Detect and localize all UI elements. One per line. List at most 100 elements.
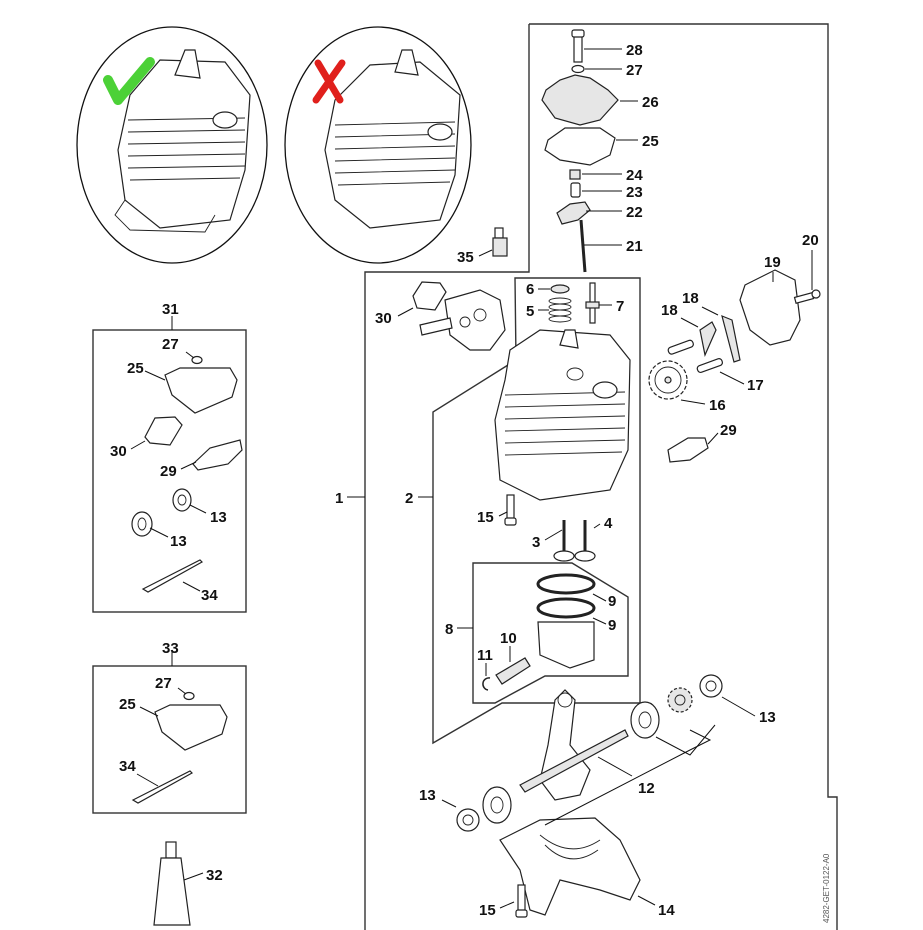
incorrect-cylinder-view: [284, 26, 472, 264]
callout-14[interactable]: 14: [658, 902, 675, 919]
callout-24[interactable]: 24: [626, 167, 643, 184]
callout-19[interactable]: 19: [764, 254, 781, 271]
callout-22[interactable]: 22: [626, 204, 643, 221]
kit33-callout-34[interactable]: 34: [119, 758, 136, 775]
callout-1[interactable]: 1: [335, 490, 343, 507]
push-rod-21: [579, 219, 587, 273]
callout-18-left[interactable]: 18: [661, 302, 678, 319]
kit31-callout-27[interactable]: 27: [162, 336, 179, 353]
callout-20[interactable]: 20: [802, 232, 819, 249]
kit-31-frame: [92, 329, 247, 613]
kit31-callout-13b[interactable]: 13: [170, 533, 187, 550]
kit31-gasket-30: [144, 416, 183, 446]
callout-8[interactable]: 8: [445, 621, 453, 638]
callout-26[interactable]: 26: [642, 94, 659, 111]
callout-21[interactable]: 21: [626, 238, 643, 255]
cylinder-illustration-incorrect: [324, 49, 461, 229]
gasket-30: [412, 281, 447, 311]
valve-spring-5: [548, 297, 572, 323]
assembly-1-frame: [364, 23, 838, 930]
callout-9-bottom[interactable]: 9: [608, 617, 616, 634]
kit31-oil-seal-13b: [131, 511, 153, 537]
valve-cover-plate-19: [739, 269, 801, 346]
ball-bearing-left: [482, 786, 512, 824]
callout-5[interactable]: 5: [526, 303, 534, 320]
callout-13-left[interactable]: 13: [419, 787, 436, 804]
callout-29[interactable]: 29: [720, 422, 737, 439]
kit33-tool-34: [131, 770, 193, 804]
crankshaft-12: [519, 689, 629, 801]
callout-11[interactable]: 11: [477, 647, 493, 664]
leader-lines: [130, 48, 813, 909]
callout-10[interactable]: 10: [500, 630, 517, 647]
washer-27: [571, 64, 585, 74]
kit31-washer-27: [191, 355, 203, 365]
circlip-11: [482, 677, 491, 691]
cylinder-illustration-correct: [114, 49, 251, 233]
callout-30[interactable]: 30: [375, 310, 392, 327]
valve-cover-26: [541, 74, 619, 126]
callout-27[interactable]: 27: [626, 62, 643, 79]
gasket-29: [667, 437, 709, 463]
kit33-washer-27: [183, 691, 195, 701]
stud-7: [585, 282, 600, 324]
assembly-8-frame: [472, 562, 629, 704]
kit31-oil-seal-13a: [172, 488, 192, 512]
callout-7[interactable]: 7: [616, 298, 624, 315]
callout-32[interactable]: 32: [206, 867, 223, 884]
callout-9-top[interactable]: 9: [608, 593, 616, 610]
shaft-17-left: [667, 339, 694, 355]
callout-17[interactable]: 17: [747, 377, 764, 394]
kit31-gasket-25: [164, 367, 238, 414]
screw-20: [793, 289, 821, 304]
assembly-2-frame: [432, 277, 641, 745]
spark-plug-35: [492, 227, 508, 257]
kit31-callout-29[interactable]: 29: [160, 463, 177, 480]
kit31-callout-25[interactable]: 25: [127, 360, 144, 377]
callout-4[interactable]: 4: [604, 515, 613, 532]
callout-3[interactable]: 3: [532, 534, 540, 551]
callout-35[interactable]: 35: [457, 249, 474, 266]
kit31-tool-34: [141, 559, 203, 593]
callout-16[interactable]: 16: [709, 397, 726, 414]
kit31-callout-30[interactable]: 30: [110, 443, 127, 460]
ball-bearing-right: [630, 701, 660, 739]
screw-28: [571, 29, 585, 63]
callout-15-crankcase[interactable]: 15: [479, 902, 496, 919]
oil-seal-13-left: [456, 808, 480, 832]
callout-2[interactable]: 2: [405, 490, 413, 507]
callout-18-right[interactable]: 18: [682, 290, 699, 307]
crankcase-14: [499, 817, 641, 916]
kit33-callout-25[interactable]: 25: [119, 696, 136, 713]
sleeve-23: [570, 182, 581, 198]
callout-23[interactable]: 23: [626, 184, 643, 201]
oil-seal-13-right: [699, 674, 723, 698]
callout-33[interactable]: 33: [162, 640, 179, 657]
pinion-gear: [667, 687, 693, 713]
kit31-gasket-29: [192, 439, 243, 471]
kit33-callout-27[interactable]: 27: [155, 675, 172, 692]
rocker-18-left: [699, 321, 717, 357]
callout-13-right[interactable]: 13: [759, 709, 776, 726]
screw-15-crankcase: [515, 884, 528, 918]
kit31-callout-13a[interactable]: 13: [210, 509, 227, 526]
callout-15-cylinder[interactable]: 15: [477, 509, 494, 526]
screw-15-cylinder: [504, 494, 517, 526]
callout-6[interactable]: 6: [526, 281, 534, 298]
callout-28[interactable]: 28: [626, 42, 643, 59]
carburetor: [419, 289, 506, 351]
kit-33-frame: [92, 665, 247, 814]
cam-gear-16: [648, 360, 688, 400]
kit31-callout-34[interactable]: 34: [201, 587, 218, 604]
spring-retainer-6: [550, 284, 570, 294]
callout-31[interactable]: 31: [162, 301, 179, 318]
piston-ring-9-top: [536, 573, 596, 595]
correct-cylinder-view: [76, 26, 268, 264]
exhaust-valve-4: [574, 520, 596, 562]
piston-ring-9-bottom: [536, 597, 596, 619]
callout-12[interactable]: 12: [638, 780, 655, 797]
piston-pin-10: [495, 657, 531, 685]
drawing-code: 4282-GET-0122-A0: [822, 853, 831, 923]
callout-25[interactable]: 25: [642, 133, 659, 150]
